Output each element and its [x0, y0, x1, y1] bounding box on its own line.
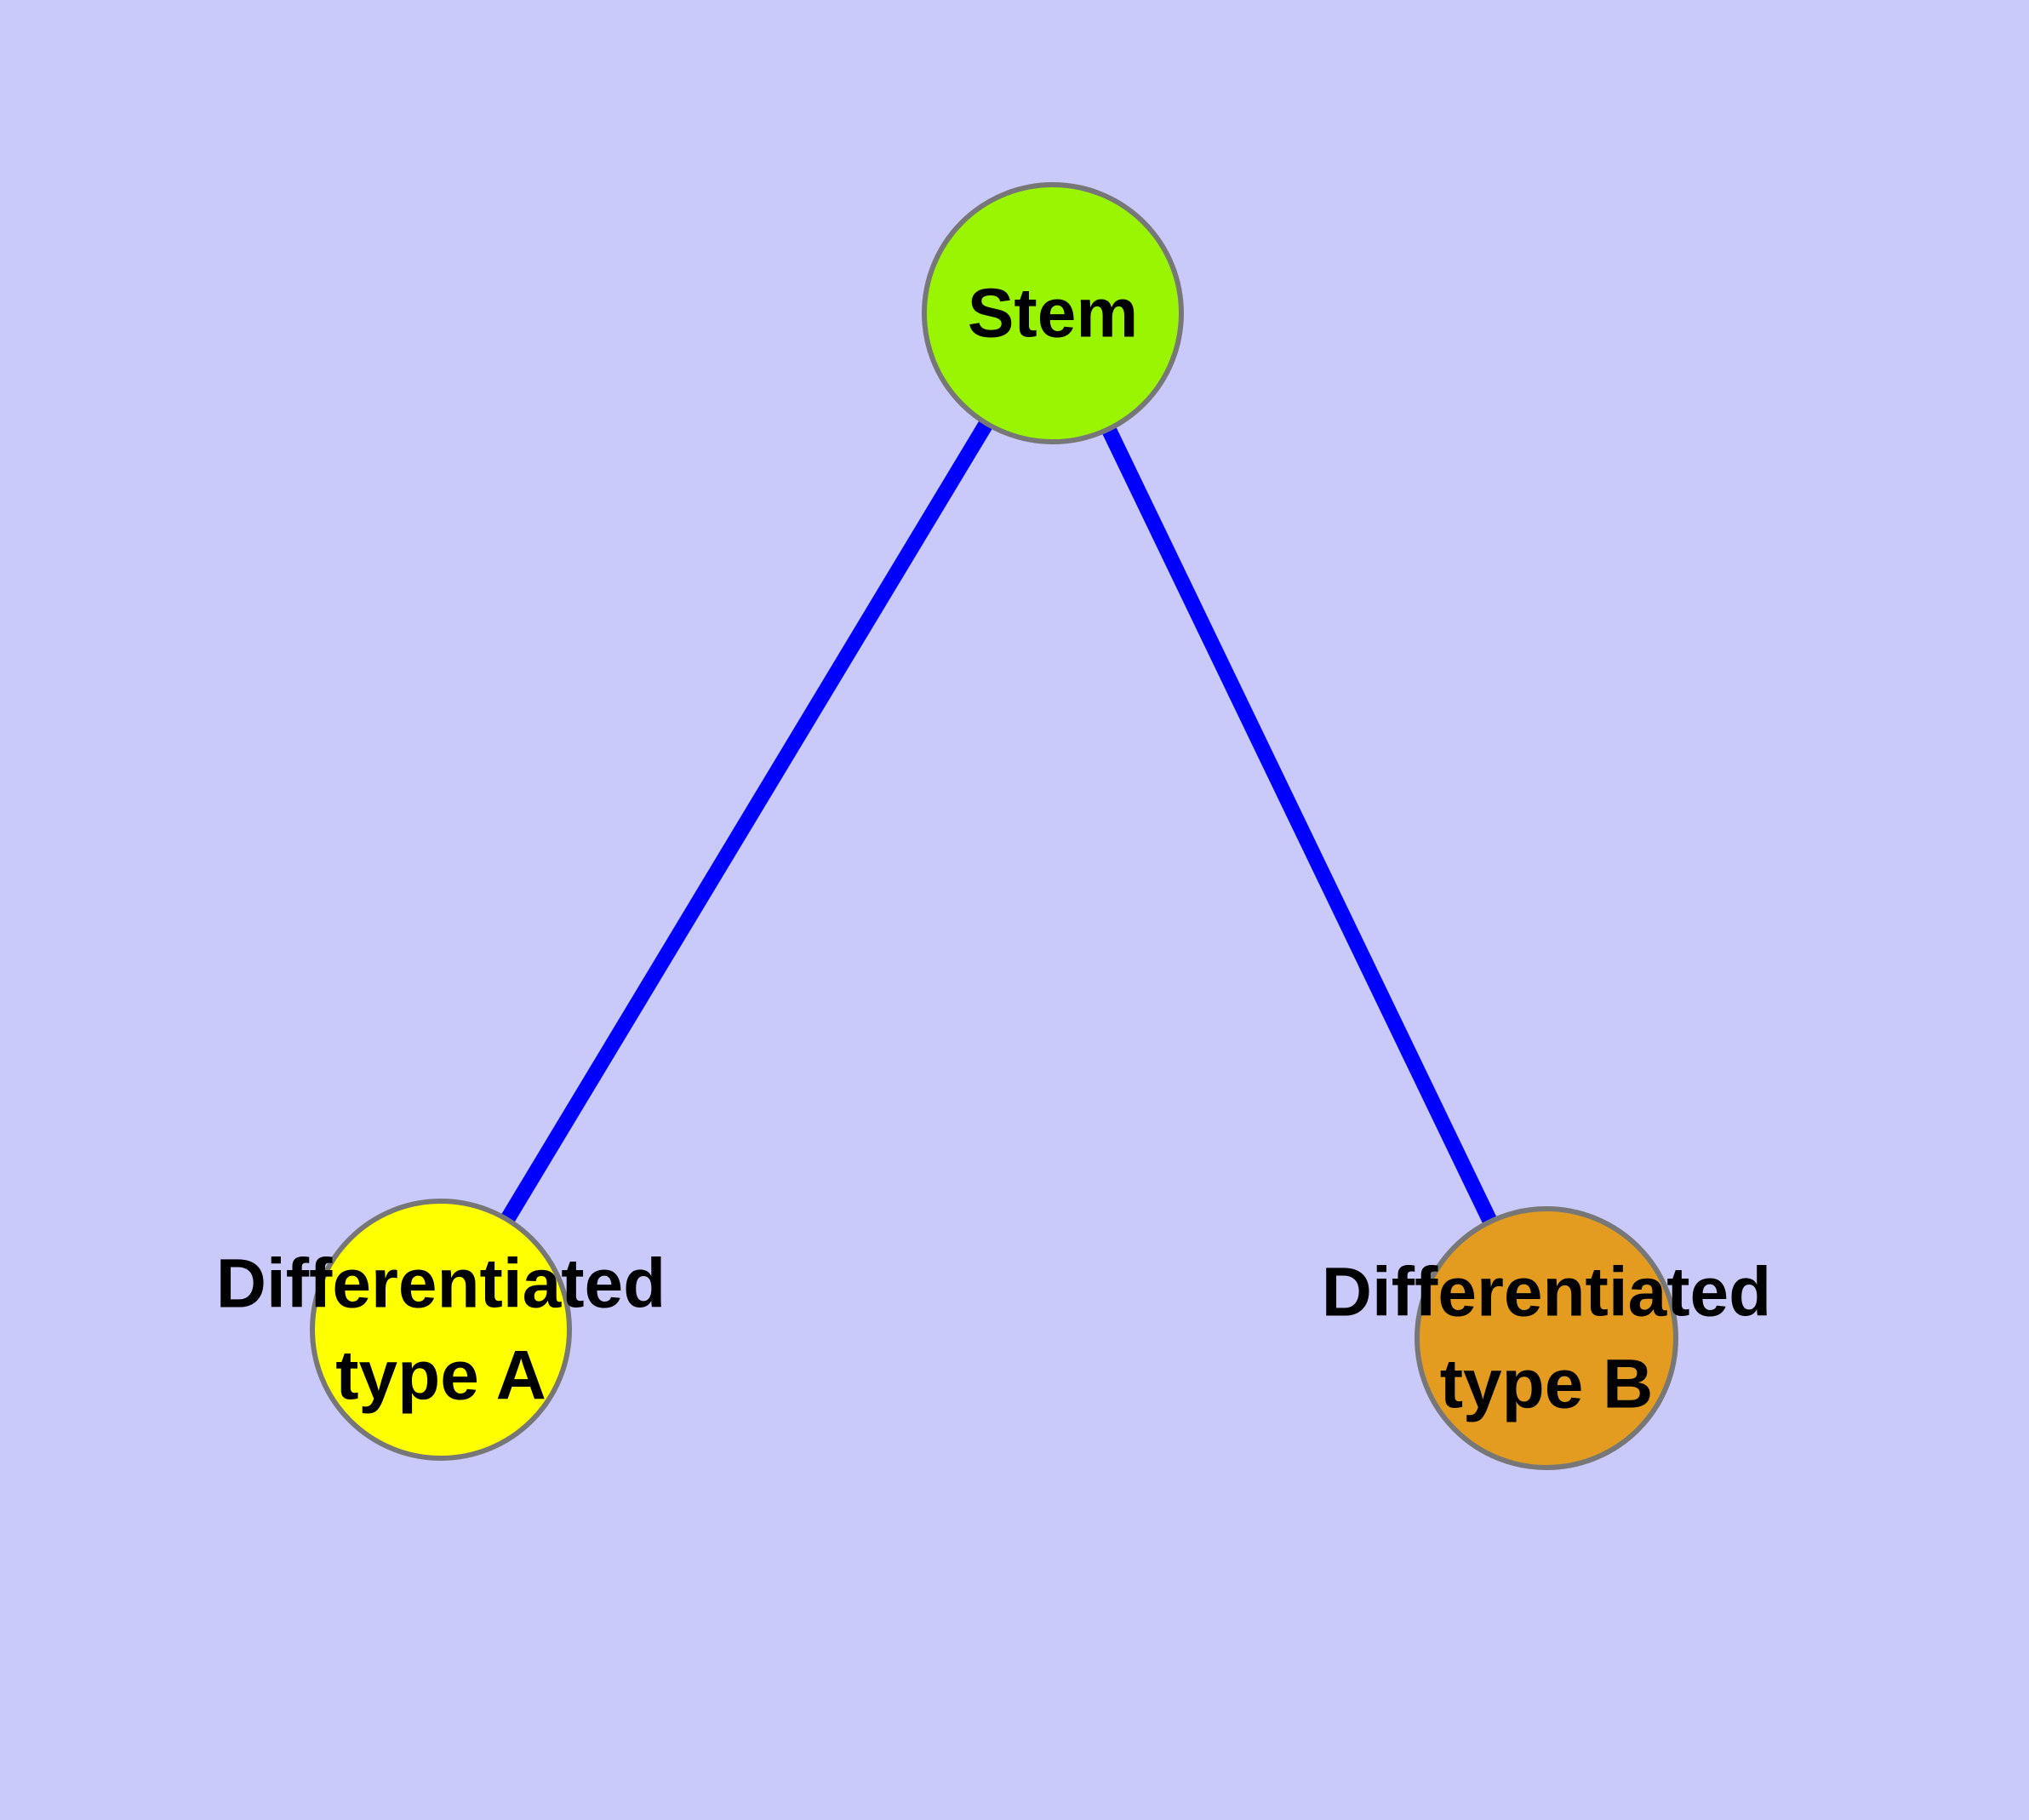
edge-layer [434, 309, 1554, 1342]
node-label-stem: Stem [968, 275, 1139, 352]
node-label-line: type A [335, 1337, 546, 1415]
node-label-differentiated-type-b: Differentiated type B [1322, 1254, 1772, 1423]
node-label-line: Differentiated [216, 1245, 666, 1323]
edge-stem-to-differentiated-type-b [1045, 310, 1554, 1342]
node-label-line: type B [1440, 1346, 1654, 1423]
node-differentiated-type-b [1415, 1206, 1678, 1470]
node-differentiated-type-a [310, 1199, 572, 1461]
node-layer [310, 182, 1678, 1470]
node-stem [922, 182, 1184, 444]
node-label-line: Stem [968, 275, 1139, 352]
node-label-differentiated-type-a: Differentiated type A [216, 1245, 666, 1415]
edge-stem-to-differentiated-type-a [434, 309, 1060, 1334]
node-label-line: Differentiated [1322, 1254, 1772, 1331]
